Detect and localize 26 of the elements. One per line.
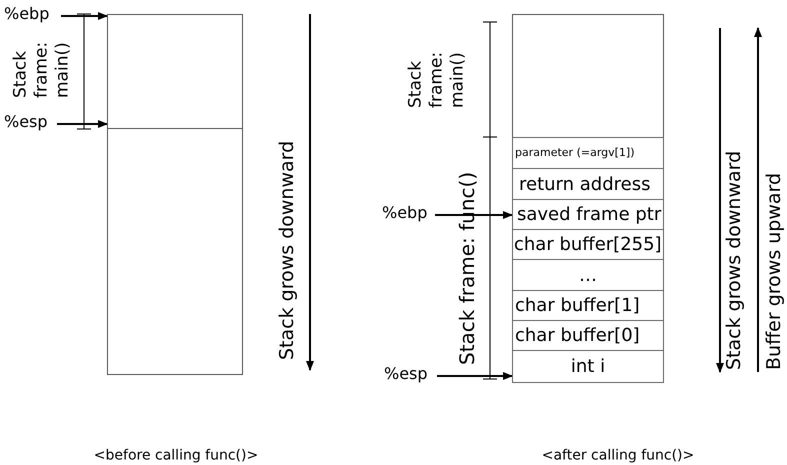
direction-label: Buffer grows upward <box>762 172 786 370</box>
stack-region-box <box>107 128 243 375</box>
stack-frame-box <box>107 14 243 129</box>
caption: <after calling func()> <box>540 446 696 465</box>
direction-label: Stack grows downward <box>722 150 746 370</box>
stack-cell: … <box>512 259 664 291</box>
stack-cell: char buffer[255] <box>512 229 664 260</box>
stack-cell: int i <box>512 350 664 383</box>
register-label: %esp <box>4 111 56 133</box>
stack-cell: saved frame ptr <box>512 199 664 230</box>
arrow <box>435 211 513 219</box>
arrow <box>61 12 108 20</box>
stack-cell: parameter (=argv[1]) <box>512 137 664 169</box>
arrow <box>57 120 108 128</box>
stack-cell: return address <box>512 168 664 200</box>
frame-label: Stack frame: main() <box>10 40 74 98</box>
caption: <before calling func()> <box>92 446 260 465</box>
frame-label: Stack frame: main() <box>406 50 468 108</box>
stack-cell: char buffer[1] <box>512 290 664 321</box>
direction-label: Stack grows downward <box>274 140 299 360</box>
stack-cell: char buffer[0] <box>512 320 664 351</box>
stack-frame-box <box>512 14 664 138</box>
register-label: %ebp <box>382 201 434 225</box>
register-label: %esp <box>384 362 436 386</box>
arrow <box>437 372 513 380</box>
register-label: %ebp <box>4 2 60 26</box>
